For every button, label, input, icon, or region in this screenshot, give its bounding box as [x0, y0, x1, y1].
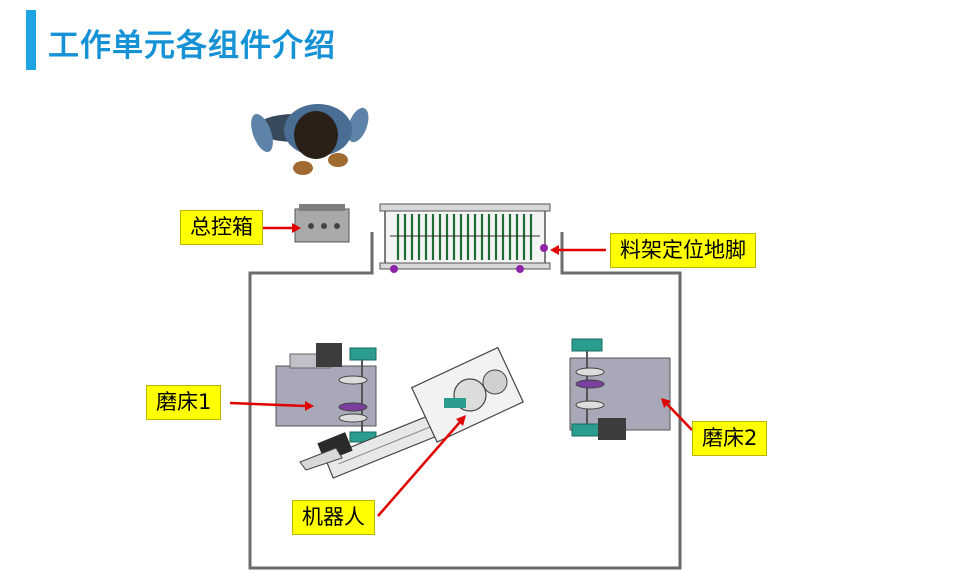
label-robot: 机器人	[292, 500, 375, 535]
rack-foot-marker	[516, 265, 524, 273]
label-grinder-2: 磨床2	[692, 421, 768, 456]
operator-figure	[251, 104, 369, 175]
callout-arrows	[229, 223, 693, 517]
page-title: 工作单元各组件介绍	[48, 28, 336, 64]
grinder-2	[569, 338, 671, 440]
label-control-box: 总控箱	[180, 210, 263, 245]
rack-foot-marker	[540, 244, 548, 252]
label-rack-feet: 料架定位地脚	[610, 233, 756, 268]
rack-foot-marker	[390, 265, 398, 273]
control-box	[294, 204, 350, 243]
label-grinder-1: 磨床1	[146, 385, 222, 420]
material-rack	[379, 203, 551, 273]
title-accent-bar	[26, 10, 36, 70]
cell-enclosure	[248, 232, 682, 570]
grinder-1	[275, 343, 377, 443]
robot-arm	[299, 346, 524, 479]
